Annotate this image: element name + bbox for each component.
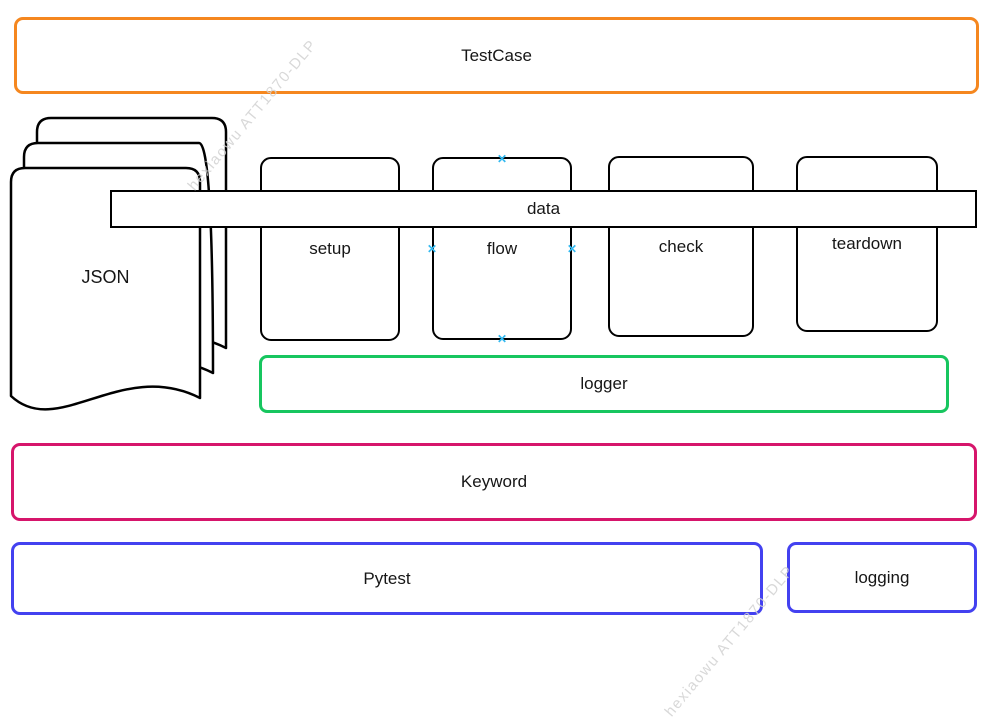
data-bar-label: data [526, 199, 561, 218]
step-label-teardown: teardown [832, 234, 902, 253]
logging-label: logging [854, 567, 910, 587]
connection-point-icon[interactable]: ✕ [566, 242, 578, 256]
logging-node[interactable]: logging [787, 542, 977, 613]
connection-point-icon[interactable]: ✕ [496, 152, 508, 166]
testcase-label: TestCase [461, 45, 532, 65]
pytest-node[interactable]: Pytest [11, 542, 763, 615]
step-label-setup: setup [309, 239, 351, 258]
testcase-node[interactable]: TestCase [14, 17, 979, 94]
diagram-canvas: { "diagram": { "testcase": { "label": "T… [0, 17, 979, 720]
step-node-teardown[interactable]: teardown [796, 156, 938, 332]
json-label-text: JSON [81, 266, 130, 287]
step-label-check: check [658, 236, 704, 256]
step-node-flow[interactable]: flow [432, 157, 572, 340]
step-label-flow: flow [486, 238, 518, 258]
json-documents-shape[interactable] [0, 100, 250, 450]
json-label: JSON [11, 262, 200, 292]
data-bar-node[interactable]: data [110, 190, 977, 228]
keyword-node[interactable]: Keyword [11, 443, 977, 521]
connection-point-icon[interactable]: ✕ [426, 242, 438, 256]
document-front[interactable] [9, 166, 202, 411]
pytest-label: Pytest [363, 568, 411, 588]
step-node-setup[interactable]: setup [260, 157, 400, 341]
logger-label: logger [580, 374, 628, 393]
logger-node[interactable]: logger [259, 355, 949, 413]
connection-point-icon[interactable]: ✕ [496, 332, 508, 346]
keyword-label: Keyword [460, 472, 528, 491]
step-node-check[interactable]: check [608, 156, 754, 337]
